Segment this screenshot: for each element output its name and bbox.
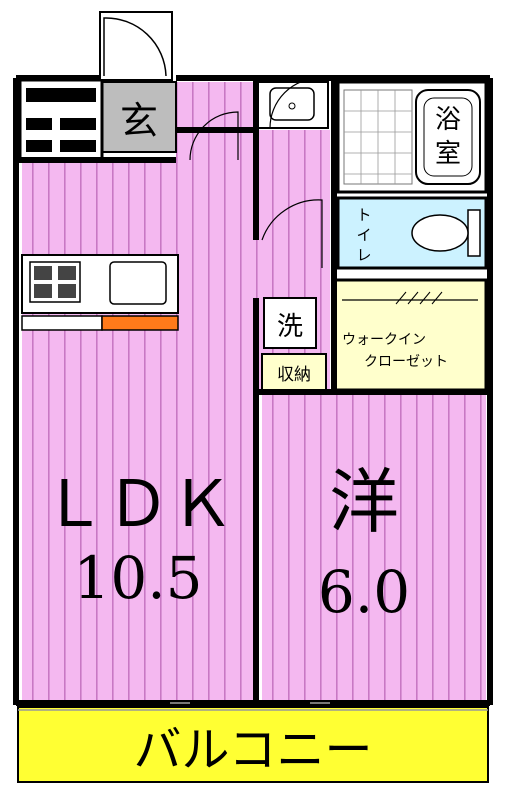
bathtub-inner — [423, 97, 473, 177]
closet-label-line1: ウォークイン — [342, 332, 426, 348]
ldk-size: 10.5 — [73, 544, 202, 612]
closet-label-line2: クローゼット — [364, 354, 448, 370]
shoe-cabinet-shelf — [60, 140, 96, 152]
entrance-door-swing — [103, 17, 167, 77]
shoe-cabinet-shelf — [26, 88, 96, 102]
western-room-floor — [262, 392, 486, 700]
western-room-name: 洋 — [329, 461, 399, 543]
hall-door-swing — [189, 111, 239, 161]
kitchen-bar-white — [21, 315, 103, 331]
shoe-cabinet-shelf — [26, 118, 52, 130]
storage-label: 収納 — [277, 365, 311, 385]
walk-in-closet — [332, 278, 488, 392]
bath-label-top: 浴 — [435, 105, 461, 135]
closet-hangers — [395, 291, 443, 305]
balcony — [17, 706, 489, 783]
corridor-floor — [254, 130, 330, 392]
washroom-door-swing — [269, 77, 321, 129]
laundry-label: 洗 — [277, 312, 303, 342]
walls — [13, 75, 493, 706]
ldk-floor — [22, 160, 254, 700]
toilet-door-swing — [261, 199, 323, 268]
washbasin-drain — [288, 102, 296, 110]
bath-tiles — [344, 90, 412, 184]
sink — [109, 261, 167, 305]
shoe-cabinet-shelf — [26, 140, 52, 152]
toilet-label-1: ト — [356, 206, 371, 224]
laundry-space — [263, 297, 317, 349]
toilet-tank — [467, 209, 481, 257]
kitchen-bar-orange — [101, 315, 179, 331]
western-room-size: 6.0 — [318, 558, 410, 626]
entrance-door — [99, 11, 173, 81]
shoe-cabinet-shelf — [60, 118, 96, 130]
toilet-label-3: レ — [356, 246, 371, 264]
storage-space — [261, 353, 327, 391]
balcony-label: バルコニー — [133, 722, 372, 778]
entrance-label: 玄 — [120, 99, 158, 143]
bath-label-bottom: 室 — [435, 139, 461, 169]
toilet-label-2: イ — [356, 226, 371, 244]
stove-burners — [34, 266, 76, 298]
ldk-name: ＬＤＫ — [42, 468, 234, 542]
toilet-bowl — [411, 214, 469, 252]
hallway-floor — [176, 82, 254, 162]
